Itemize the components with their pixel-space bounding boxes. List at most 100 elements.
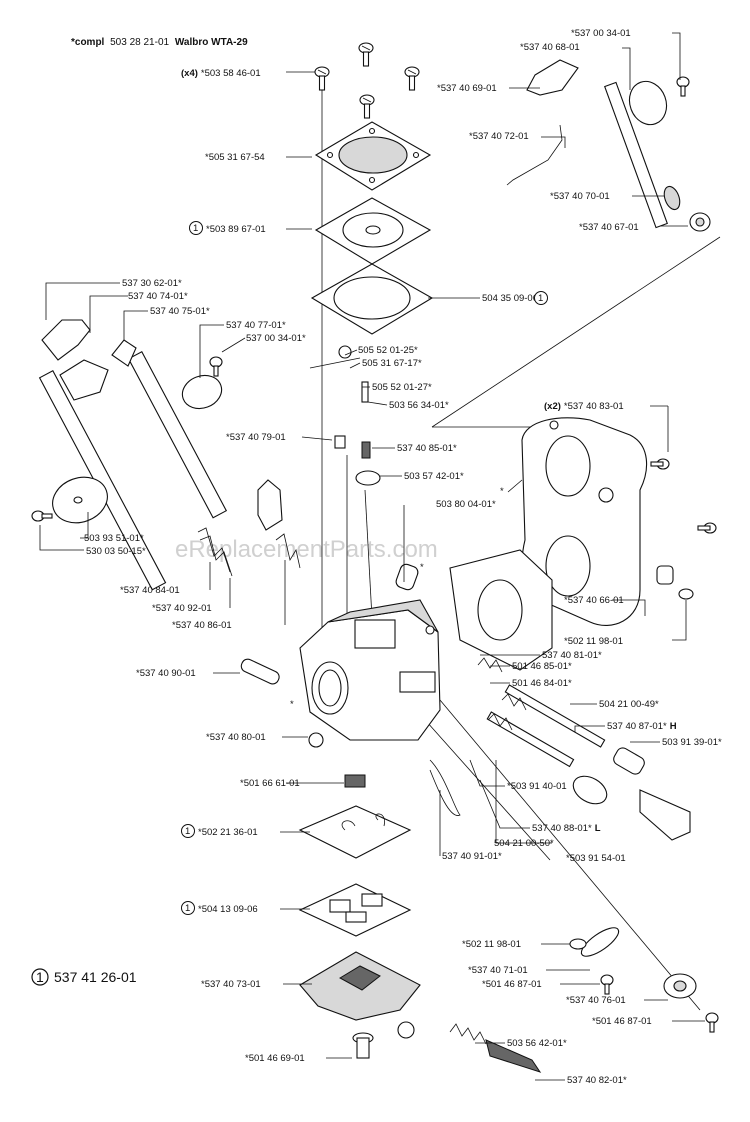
label-503-91-40-01: *503 91 40-01 [507, 781, 567, 792]
label-qty-x2: (x2) [544, 401, 561, 412]
label-503-58-46-01: (x4)*503 58 46-01 [181, 68, 261, 79]
label-537-40-68-01: *537 40 68-01 [520, 42, 580, 53]
label-537-40-66-01: *537 40 66-01 [564, 595, 624, 606]
cover-screws [314, 42, 420, 119]
metering-cover [299, 951, 421, 1039]
fuel-filter [344, 774, 366, 788]
kit-note-marker: 1 [36, 969, 44, 985]
screw-icon [209, 356, 223, 377]
label-537-40-84-01: *537 40 84-01 [120, 585, 180, 596]
pump-diaphragm [314, 197, 432, 265]
intake-flange [521, 417, 717, 626]
label-537-40-80-01: *537 40 80-01 [206, 732, 266, 743]
part-labels: *537 00 34-01 *537 40 68-01 *537 40 69-0… [84, 28, 722, 1086]
watermark: eReplacementParts.com [175, 536, 438, 563]
header-compl-model: Walbro WTA-29 [175, 37, 248, 48]
label-501-46-69-01: *501 46 69-01 [245, 1053, 305, 1064]
screw-icon [600, 974, 614, 995]
label-503-56-34-01: 503 56 34-01* [389, 400, 449, 411]
screw-icon [676, 76, 690, 97]
screw-icon [697, 522, 717, 534]
screw-icon [358, 42, 374, 67]
kit-note: 1 537 41 26-01 [31, 968, 137, 986]
label-504-35-09-06: 504 35 09-06* [482, 293, 542, 304]
label-503-89-67-01: *503 89 67-01 [206, 224, 266, 235]
label-537-40-87-01: 537 40 87-01*H [607, 721, 677, 732]
assembly-leaders [321, 90, 721, 1011]
label-501-46-84-01: 501 46 84-01* [512, 678, 572, 689]
label-qty-x4: (x4) [181, 68, 198, 79]
kit-marker-icon: 1 [534, 291, 548, 305]
label-501-66-61-01: *501 66 61-01 [240, 778, 300, 789]
label-marker: 1 [185, 826, 190, 837]
label-502-21-36-01: *502 21 36-01 [198, 827, 258, 838]
metering-gasket [298, 883, 412, 937]
label-537-40-88-01: 537 40 88-01*L [532, 823, 601, 834]
label-505-31-67-54: *505 31 67-54 [205, 152, 265, 163]
header-compl: *compl 503 28 21-01 Walbro WTA-29 [71, 37, 248, 48]
idle-screw [449, 1023, 542, 1073]
label-537-40-82-01: 537 40 82-01* [567, 1075, 627, 1086]
label-504-21-00-50: 504 21 00-50* [494, 838, 554, 849]
kit-marker-icon: 1 [189, 221, 203, 235]
label-501-46-85-01: 501 46 85-01* [512, 661, 572, 672]
label-asterisk-body: * [290, 699, 294, 710]
pump-gasket [310, 263, 434, 335]
label-537-40-70-01: *537 40 70-01 [550, 191, 610, 202]
label-537-40-72-01: *537 40 72-01 [469, 131, 529, 142]
screw-icon [314, 66, 330, 91]
label-537-40-90-01: *537 40 90-01 [136, 668, 196, 679]
label-asterisk-flange: * [500, 486, 504, 497]
choke-assembly [506, 59, 711, 232]
label-537-40-85-01: 537 40 85-01* [397, 443, 457, 454]
kit-note-number: 537 41 26-01 [54, 969, 137, 985]
metering-diaphragm [298, 805, 412, 859]
mixture-needles [429, 657, 691, 841]
choke-tube [240, 658, 280, 685]
label-537-40-87-01-number: 537 40 87-01* [607, 721, 667, 732]
label-503-58-46-01-number: *503 58 46-01 [201, 68, 261, 79]
label-leaders [39, 32, 705, 1081]
label-537-00-34-01-top: *537 00 34-01 [571, 28, 631, 39]
label-marker: 1 [538, 293, 543, 304]
label-537-40-75-01: 537 40 75-01* [150, 306, 210, 317]
label-502-11-98-01-right: *502 11 98-01 [564, 636, 623, 647]
label-537-40-74-01: 537 40 74-01* [128, 291, 188, 302]
screw-icon [650, 458, 670, 470]
label-suffix-l: L [595, 823, 601, 834]
lever-pivot-parts [569, 927, 719, 1033]
header-compl-prefix: *compl [71, 37, 105, 48]
carburetor-body [299, 563, 441, 748]
screw-icon [352, 1032, 374, 1059]
screw-icon [705, 1012, 719, 1033]
label-537-40-69-01: *537 40 69-01 [437, 83, 497, 94]
label-505-52-01-27: 505 52 01-27* [372, 382, 432, 393]
intake-gasket [449, 549, 553, 671]
label-503-91-39-01: 503 91 39-01* [662, 737, 722, 748]
label-504-21-00-49: 504 21 00-49* [599, 699, 659, 710]
label-504-13-09-06: *504 13 09-06 [198, 904, 258, 915]
screw-icon [359, 94, 375, 119]
label-537-40-76-01: *537 40 76-01 [566, 995, 626, 1006]
label-537-40-73-01: *537 40 73-01 [201, 979, 261, 990]
label-503-93-51-01: 503 93 51-01* [84, 533, 144, 544]
label-537-40-67-01: *537 40 67-01 [579, 222, 639, 233]
label-537-30-62-01: 537 30 62-01* [122, 278, 182, 289]
label-537-00-34-01: 537 00 34-01* [246, 333, 306, 344]
pump-cover [314, 121, 432, 191]
label-537-40-83-01: (x2)*537 40 83-01 [544, 401, 624, 412]
label-505-52-01-25: 505 52 01-25* [358, 345, 418, 356]
label-marker: 1 [193, 223, 198, 234]
label-501-46-87-01-right: *501 46 87-01 [592, 1016, 652, 1027]
label-503-80-04-01: 503 80 04-01* [436, 499, 496, 510]
label-537-40-88-01-number: 537 40 88-01* [532, 823, 592, 834]
label-suffix-h: H [670, 721, 677, 732]
label-marker: 1 [185, 903, 190, 914]
label-537-40-79-01: *537 40 79-01 [226, 432, 286, 443]
label-530-03-50-15: 530 03 50-15* [86, 546, 146, 557]
screw-icon [404, 66, 420, 91]
label-537-40-83-01-number: *537 40 83-01 [564, 401, 624, 412]
throttle-shaft-assembly [31, 319, 301, 591]
label-537-40-71-01: *537 40 71-01 [468, 965, 528, 976]
